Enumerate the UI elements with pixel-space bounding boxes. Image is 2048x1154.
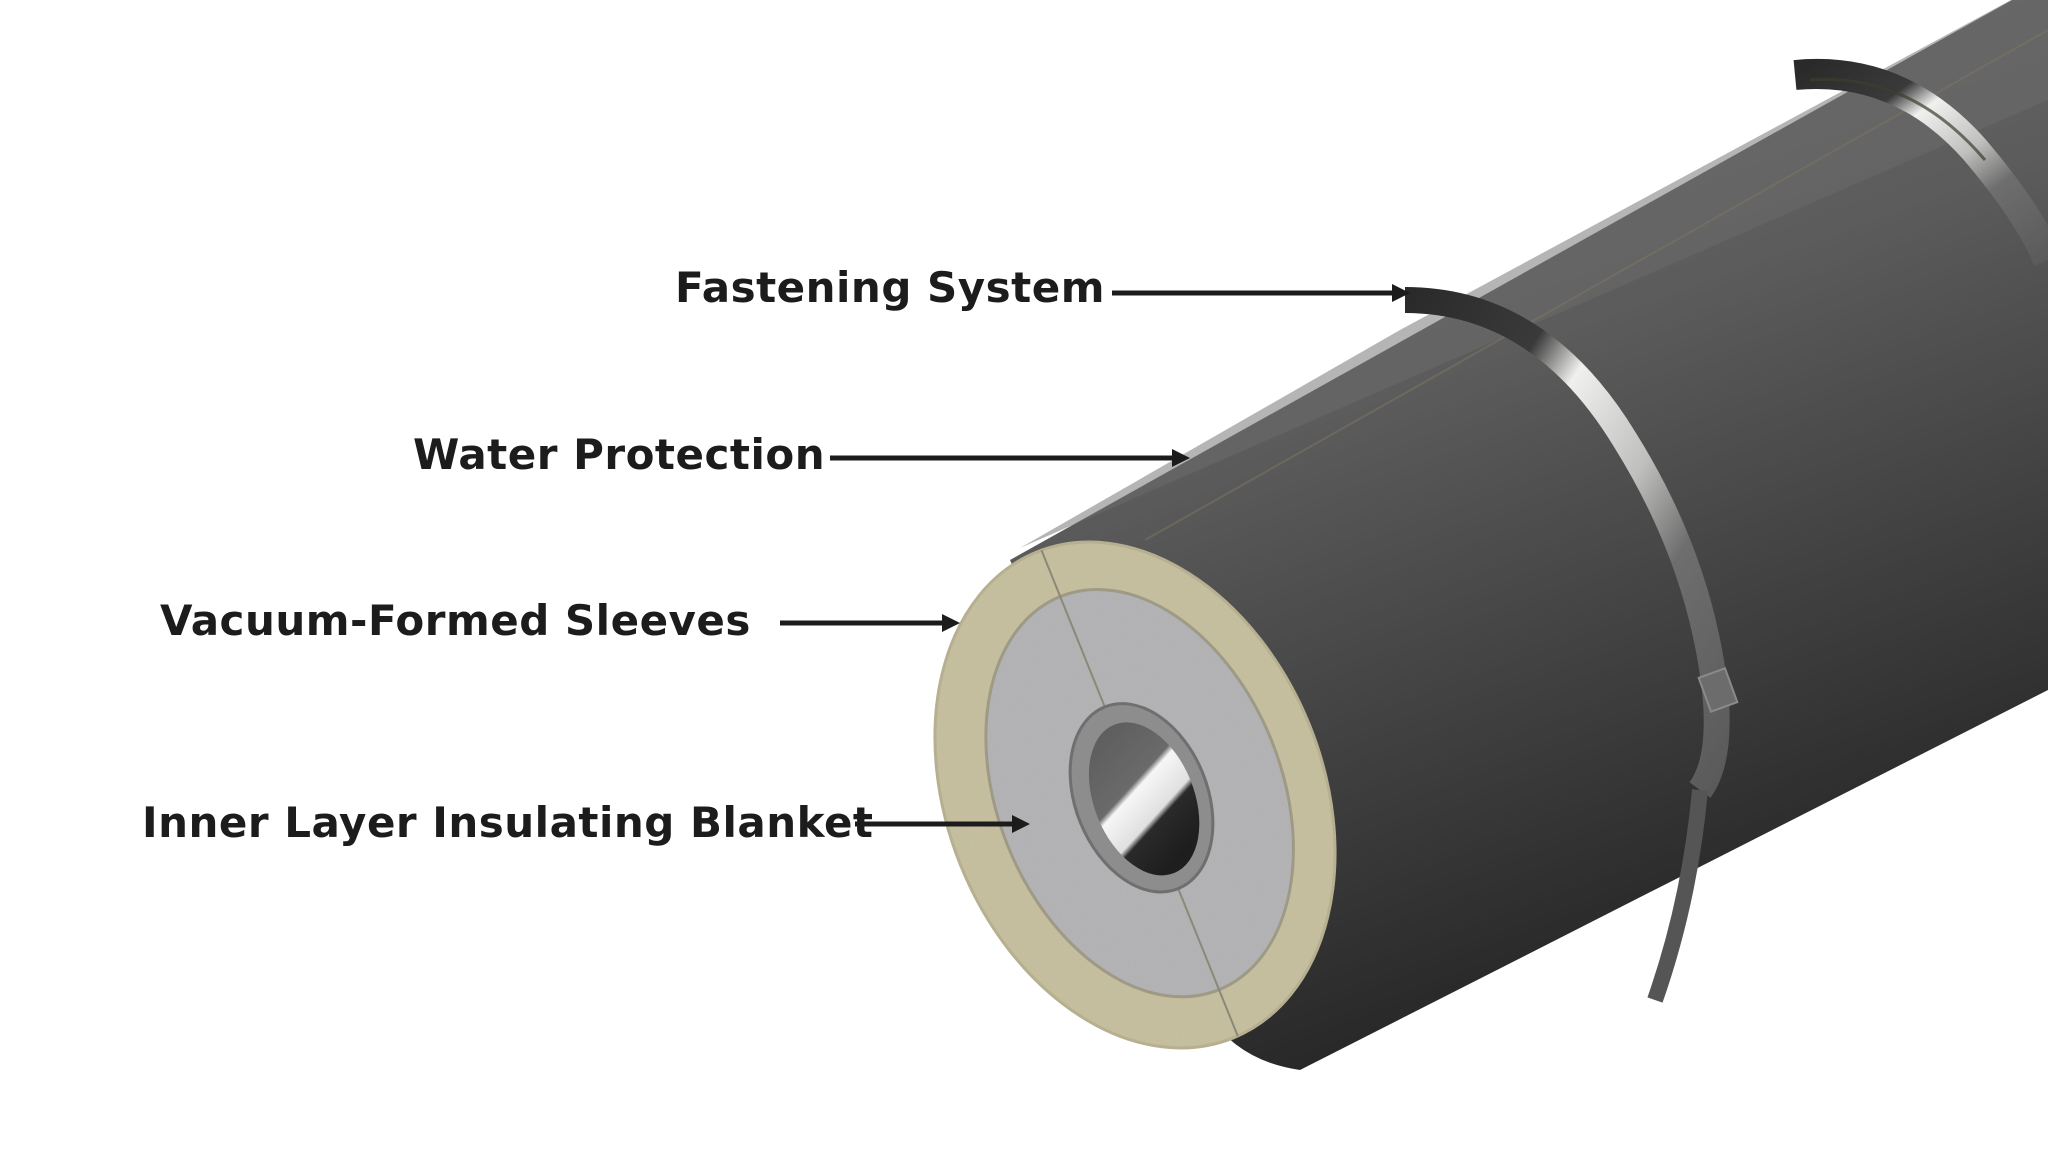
label-vacuum-formed-sleeves: Vacuum-Formed Sleeves <box>160 596 751 645</box>
fastening-band-front <box>1404 287 1739 1003</box>
label-inner-layer-insulating-blanket: Inner Layer Insulating Blanket <box>142 798 874 847</box>
arrows <box>780 284 1410 833</box>
label-water-protection: Water Protection <box>413 430 826 479</box>
end-cap <box>933 540 1337 1050</box>
label-fastening-system: Fastening System <box>675 263 1105 312</box>
fastening-band-rear <box>1793 59 2048 266</box>
pipe-bore <box>1088 722 1200 876</box>
